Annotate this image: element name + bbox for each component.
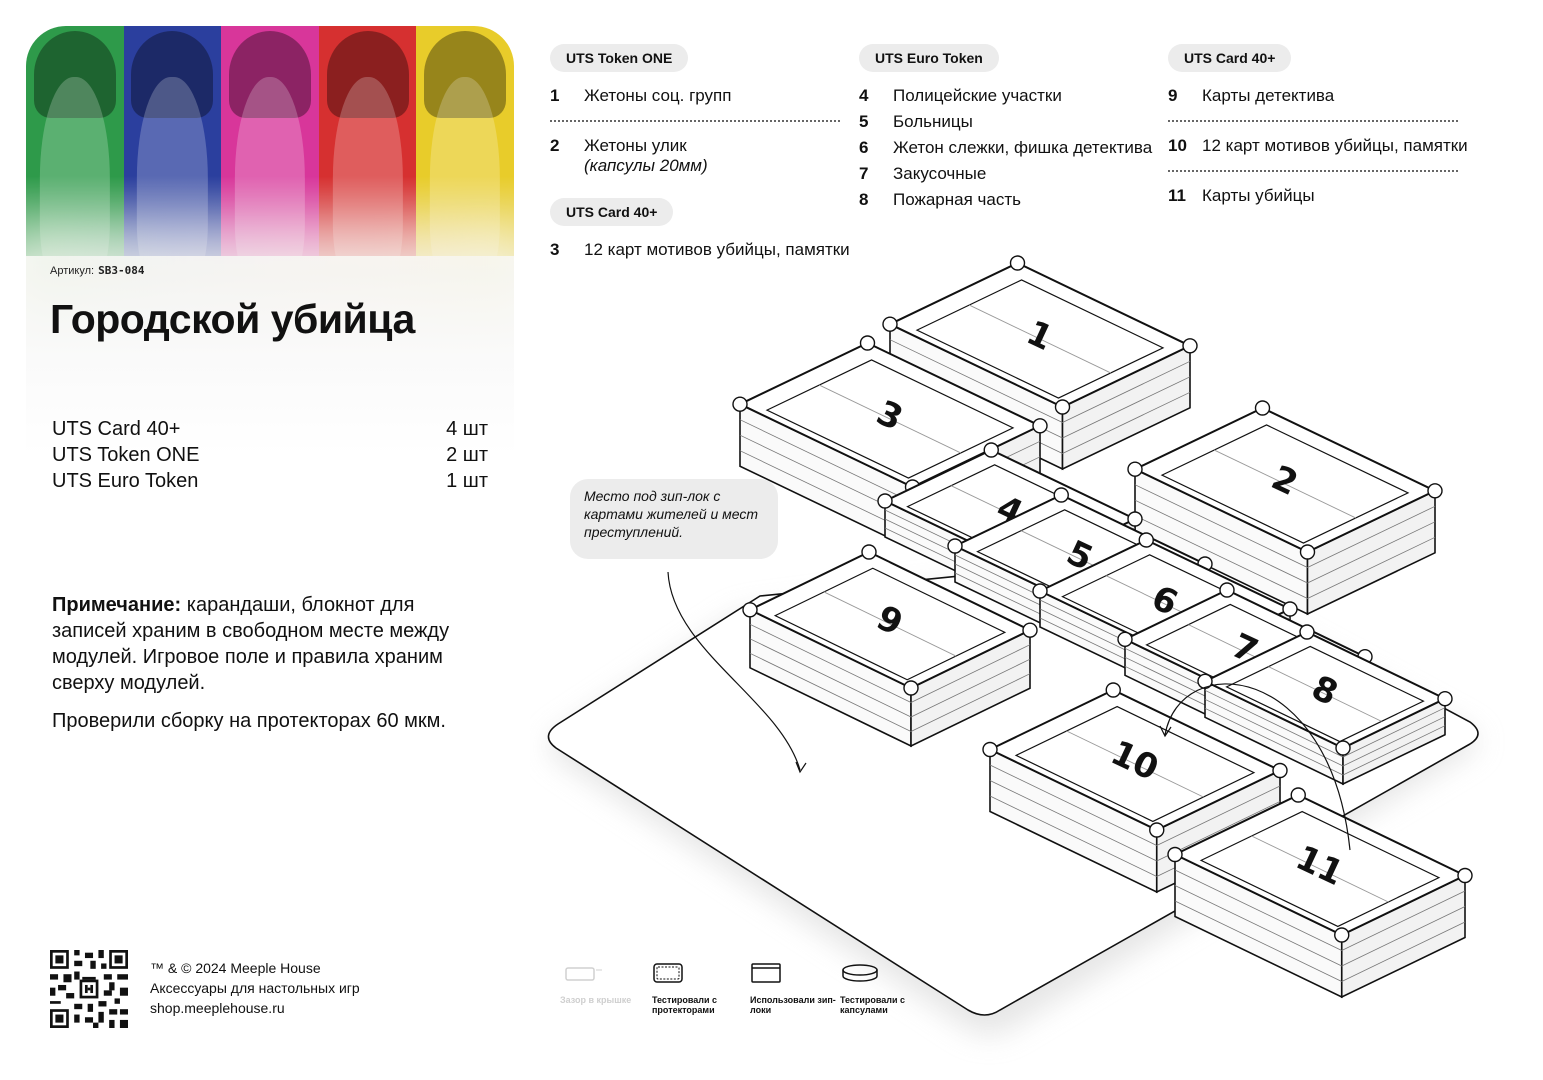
legend-item: 10 12 карт мотивов убийцы, памятки xyxy=(1168,136,1468,156)
legend-item-text: Жетон слежки, фишка детектива xyxy=(893,138,1153,157)
legend-column-2: UTS Euro Token 4 Полицейские участки 5 Бол… xyxy=(859,44,1159,210)
ziplock-arrow xyxy=(667,571,801,771)
legend-group-pill: UTS Card 40+ xyxy=(1168,44,1292,72)
note-label: Примечание: xyxy=(52,594,182,616)
legend-item: 5 Больницы xyxy=(859,112,1159,132)
legend-item: 7 Закусочные xyxy=(859,164,1159,184)
footer: ™ & © 2024 Meeple House Аксессуары для н… xyxy=(150,958,360,1018)
kit-item-qty: 2 шт xyxy=(446,444,488,466)
storage-box: 2 xyxy=(1127,400,1443,616)
test-icons-row: Зазор в крышке Тестировали с протекторам… xyxy=(560,962,920,1022)
legend-item: 4 Полицейские участки xyxy=(859,86,1159,106)
storage-box: 11 xyxy=(1167,787,1473,999)
legend-item-number: 4 xyxy=(859,86,869,105)
divider xyxy=(1168,120,1458,122)
legend-item-text: Больницы xyxy=(893,112,973,131)
note-text: карандаши, блокнот для записей храним в … xyxy=(52,594,450,694)
legend-item: 2 Жетоны улик(капсулы 20мм) xyxy=(550,136,850,176)
legend-column-3: UTS Card 40+ 9 Карты детектива 10 12 карт … xyxy=(1168,44,1468,206)
legend-item-text: Полицейские участки xyxy=(893,86,1062,105)
icon-caption: Тестировали с капсулами xyxy=(840,995,906,1015)
legend-item: 8 Пожарная часть xyxy=(859,190,1159,210)
icon-caption: Использовали зип-локи xyxy=(750,995,836,1015)
icon-caption: Зазор в крышке xyxy=(560,995,632,1005)
storage-box: 8 xyxy=(1197,624,1453,786)
protector-note: Проверили сборку на протекторах 60 мкм. xyxy=(52,710,446,732)
sku: Артикул:SB3-084 xyxy=(50,264,144,277)
qr-code-icon[interactable] xyxy=(50,950,128,1028)
legend-item-number: 7 xyxy=(859,164,869,183)
legend-item: 9 Карты детектива xyxy=(1168,86,1468,106)
legend-item-number: 10 xyxy=(1168,136,1187,155)
divider xyxy=(550,120,840,122)
icon-item: Использовали зип-локи xyxy=(750,962,836,1015)
kit-item-name: UTS Token ONE xyxy=(52,444,200,466)
legend-item-number: 3 xyxy=(550,240,560,259)
legend-item: 6 Жетон слежки, фишка детектива xyxy=(859,138,1159,158)
divider xyxy=(1168,170,1458,172)
legend-item-text: 12 карт мотивов убийцы, памятки xyxy=(1202,136,1468,155)
legend-item: 11 Карты убийцы xyxy=(1168,186,1468,206)
kit-item-qty: 1 шт xyxy=(446,470,488,492)
sleeved-cards-icon xyxy=(653,963,683,983)
legend-item-number: 9 xyxy=(1168,86,1178,105)
icon-item: Тестировали с протекторами xyxy=(652,962,738,1015)
legend-item: 3 12 карт мотивов убийцы, памятки xyxy=(550,240,850,260)
icon-item: Тестировали с капсулами xyxy=(840,962,926,1015)
legend-item-number: 8 xyxy=(859,190,869,209)
legend-item-text: Жетоны соц. групп xyxy=(584,86,732,105)
kit-item-qty: 4 шт xyxy=(446,418,488,440)
copyright: ™ & © 2024 Meeple House xyxy=(150,960,321,976)
zip-lock-icon xyxy=(751,963,781,983)
legend-group-pill: UTS Token ONE xyxy=(550,44,689,72)
legend-item-subtext: (капсулы 20мм) xyxy=(584,156,708,175)
storage-box: 9 xyxy=(742,544,1038,748)
stack-arrow xyxy=(1164,683,1351,851)
legend-item-text: Пожарная часть xyxy=(893,190,1021,209)
capsule-icon xyxy=(842,964,878,982)
legend-item-text: Карты детектива xyxy=(1202,86,1335,105)
ziplock-callout: Место под зип-лок с картами жителей и ме… xyxy=(570,479,778,559)
kit-item-name: UTS Card 40+ xyxy=(52,418,181,440)
product-card: Артикул:SB3-084 Городской убийца UTS Car… xyxy=(26,26,514,1066)
legend-group-pill: UTS Card 40+ xyxy=(550,198,674,226)
kit-list: UTS Card 40+ 4 шт UTS Token ONE 2 шт UTS… xyxy=(52,416,488,494)
page-title: Городской убийца xyxy=(50,296,415,342)
icon-item: Зазор в крышке xyxy=(560,962,646,1005)
legend-item-number: 2 xyxy=(550,136,560,155)
legend-item-number: 6 xyxy=(859,138,869,157)
legend-group-pill: UTS Euro Token xyxy=(859,44,999,72)
kit-row: UTS Euro Token 1 шт xyxy=(52,468,488,494)
legend-item-text: Карты убийцы xyxy=(1202,186,1315,205)
legend-item-number: 11 xyxy=(1168,186,1186,205)
shop-link[interactable]: shop.meeplehouse.ru xyxy=(150,1000,285,1016)
kit-item-name: UTS Euro Token xyxy=(52,470,199,492)
gap-in-lid-icon xyxy=(565,967,602,981)
tagline: Аксессуары для настольных игр xyxy=(150,980,360,996)
sku-code: SB3-084 xyxy=(98,264,145,277)
legend-item-text: Жетоны улик xyxy=(584,136,687,155)
icon-caption: Тестировали с протекторами xyxy=(652,995,718,1015)
legend-column-1: UTS Token ONE 1 Жетоны соц. групп 2 Жето… xyxy=(550,44,850,260)
legend-item-text: Закусочные xyxy=(893,164,987,183)
legend-item-text: 12 карт мотивов убийцы, памятки xyxy=(584,240,850,259)
kit-row: UTS Token ONE 2 шт xyxy=(52,442,488,468)
note: Примечание: карандаши, блокнот для запис… xyxy=(52,592,482,696)
legend-item: 1 Жетоны соц. групп xyxy=(550,86,850,106)
sku-label: Артикул: xyxy=(50,265,95,277)
legend-item-number: 1 xyxy=(550,86,560,105)
kit-row: UTS Card 40+ 4 шт xyxy=(52,416,488,442)
legend-item-number: 5 xyxy=(859,112,869,131)
